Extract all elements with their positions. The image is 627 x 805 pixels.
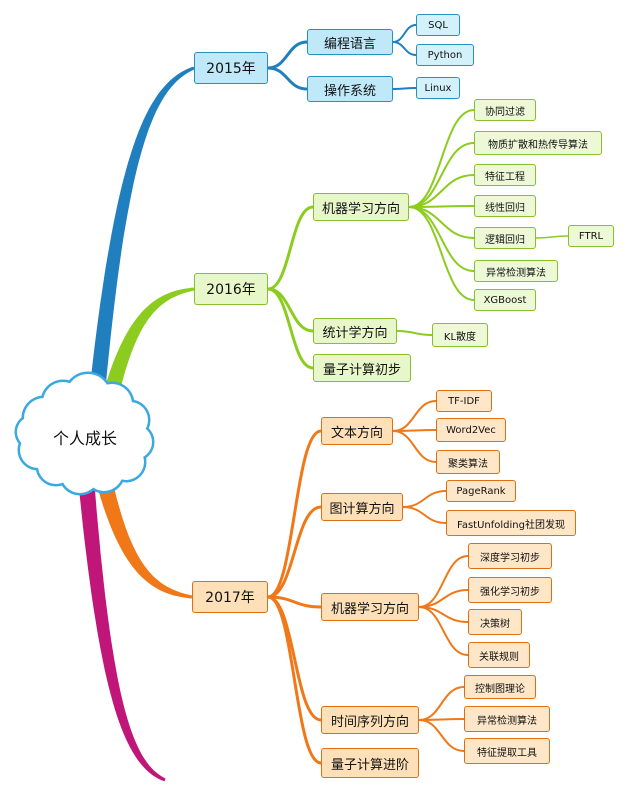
leaf-node[interactable]: 特征提取工具 xyxy=(464,738,550,764)
leaf-connector xyxy=(408,109,475,208)
leaf-node[interactable]: XGBoost xyxy=(474,289,536,311)
branch-node-1[interactable]: 2015年 xyxy=(194,52,268,84)
subtopic-node[interactable]: 机器学习方向 xyxy=(313,193,409,221)
leaf-node[interactable]: 物质扩散和热传导算法 xyxy=(474,131,602,155)
leaf-node[interactable]: SQL xyxy=(416,14,460,36)
leaf-connector xyxy=(418,686,465,721)
branch-connector-2 xyxy=(98,485,193,599)
subtopic-connector xyxy=(266,595,323,609)
subtopic-connector xyxy=(266,66,309,91)
leaf-connector xyxy=(402,506,447,524)
leaf-node[interactable]: FTRL xyxy=(568,225,614,247)
leaf-connector xyxy=(418,718,465,721)
leaf-node[interactable]: 异常检测算法 xyxy=(474,260,558,282)
branch-connector-3 xyxy=(78,477,166,782)
leaf-node[interactable]: 聚类算法 xyxy=(436,450,500,474)
leaf-node[interactable]: Python xyxy=(416,44,474,66)
subtopic-node[interactable]: 机器学习方向 xyxy=(321,593,419,621)
leaf-node[interactable]: 逻辑回归 xyxy=(474,227,536,249)
leaf-node[interactable]: 关联规则 xyxy=(468,642,530,668)
leaf-connector xyxy=(408,142,475,208)
subtopic-connector xyxy=(266,505,323,599)
leaf-connector xyxy=(418,606,469,656)
leaf-node[interactable]: KL散度 xyxy=(432,323,488,347)
leaf-connector xyxy=(408,206,475,301)
leaf-connector xyxy=(418,719,465,752)
branch-node-3[interactable]: 2017年 xyxy=(192,581,268,613)
leaf-connector xyxy=(408,206,475,272)
subtopic-connector xyxy=(266,40,309,70)
subtopic-node[interactable]: 文本方向 xyxy=(321,417,393,445)
subtopic-connector xyxy=(266,287,315,370)
leaf-connector xyxy=(392,429,437,432)
leaf-node[interactable]: TF-IDF xyxy=(436,390,492,412)
leaf-connector xyxy=(535,235,569,239)
root-cloud-shape xyxy=(14,371,155,496)
leaf-connector xyxy=(392,24,417,43)
leaf-node[interactable]: FastUnfolding社团发现 xyxy=(446,510,576,536)
leaf-connector xyxy=(392,400,437,432)
subtopic-connector xyxy=(266,595,323,765)
subtopic-connector xyxy=(266,429,323,599)
branch-connector-0 xyxy=(88,66,195,406)
leaf-connector xyxy=(408,174,475,208)
leaf-connector xyxy=(402,490,447,508)
leaf-connector xyxy=(392,87,417,90)
leaf-connector xyxy=(396,330,433,336)
subtopic-node[interactable]: 量子计算进阶 xyxy=(321,748,419,778)
leaf-node[interactable]: 深度学习初步 xyxy=(468,543,552,569)
leaf-connector xyxy=(408,205,475,208)
subtopic-connector xyxy=(266,595,323,722)
branch-node-2[interactable]: 2016年 xyxy=(194,273,268,305)
leaf-node[interactable]: 强化学习初步 xyxy=(468,577,552,603)
subtopic-node[interactable]: 时间序列方向 xyxy=(321,706,419,734)
subtopic-node[interactable]: 图计算方向 xyxy=(321,493,403,521)
leaf-node[interactable]: 线性回归 xyxy=(474,195,536,217)
subtopic-node[interactable]: 操作系统 xyxy=(307,76,393,102)
leaf-node[interactable]: Word2Vec xyxy=(436,418,506,442)
leaf-node[interactable]: Linux xyxy=(416,77,460,99)
leaf-node[interactable]: 控制图理论 xyxy=(464,675,536,699)
subtopic-connector xyxy=(266,205,315,291)
leaf-node[interactable]: 特征工程 xyxy=(474,164,536,186)
leaf-connector xyxy=(408,206,475,239)
subtopic-node[interactable]: 量子计算初步 xyxy=(313,354,411,382)
leaf-connector xyxy=(392,41,417,56)
leaf-node[interactable]: 协同过滤 xyxy=(474,99,536,121)
leaf-node[interactable]: PageRank xyxy=(446,480,516,502)
leaf-node[interactable]: 决策树 xyxy=(468,609,522,635)
leaf-connector xyxy=(392,430,437,463)
root-topic-label[interactable]: 个人成长 xyxy=(52,429,117,448)
leaf-node[interactable]: 异常检测算法 xyxy=(464,706,550,732)
subtopic-node[interactable]: 编程语言 xyxy=(307,29,393,55)
subtopic-node[interactable]: 统计学方向 xyxy=(313,318,397,344)
